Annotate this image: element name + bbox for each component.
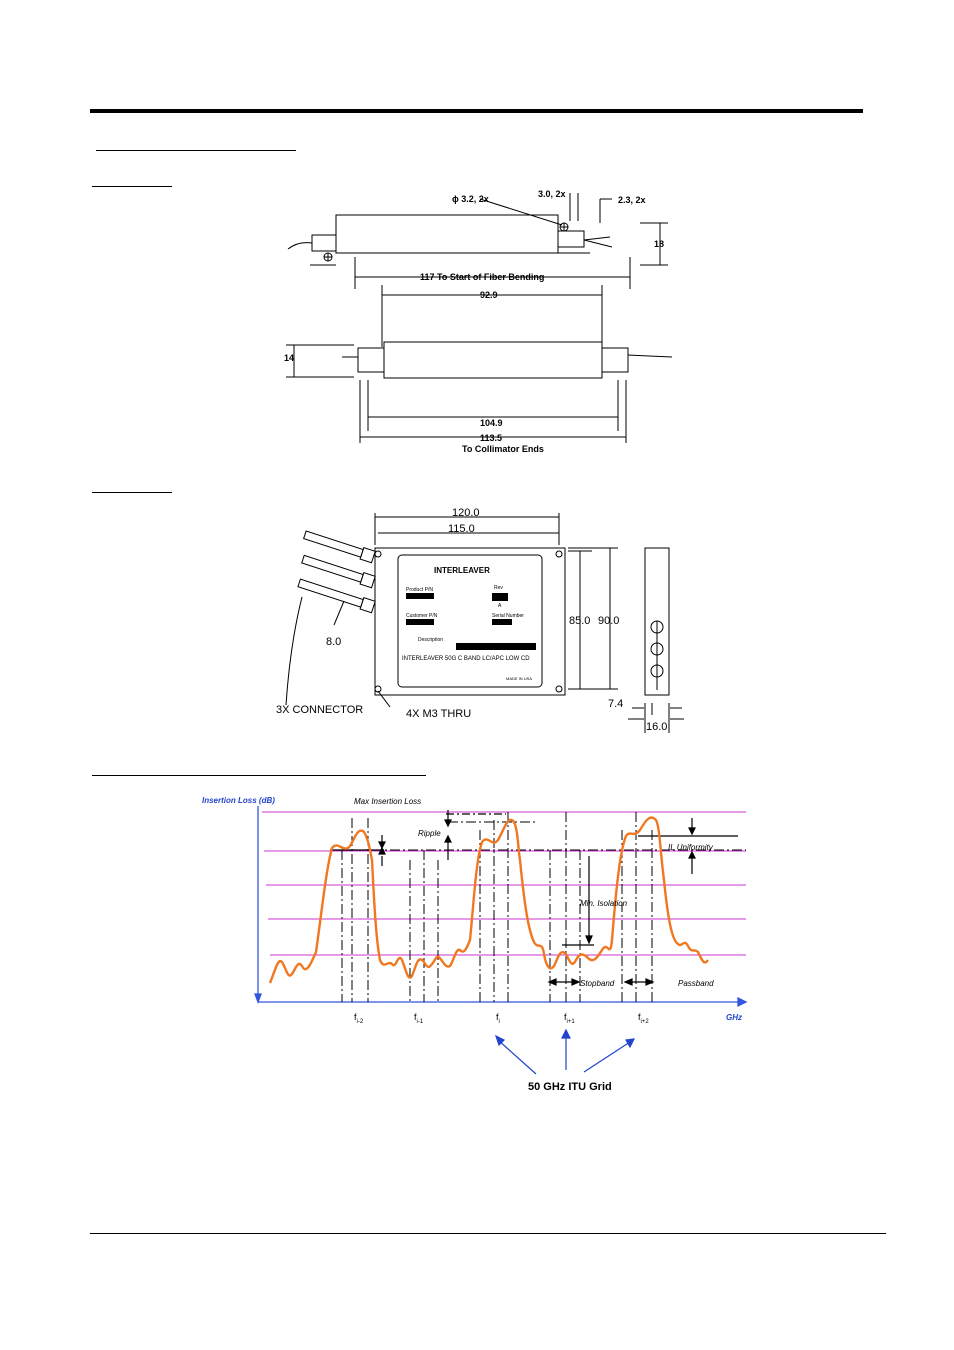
- il-uniformity-label: IL Uniformity: [668, 843, 714, 852]
- mount-note: 4X M3 THRU: [406, 708, 471, 720]
- grid-lines: [262, 811, 746, 956]
- min-isolation-label: Min. Isolation: [580, 899, 628, 908]
- tick-label-3: fi+1: [564, 1012, 575, 1025]
- plate-part: Product P/N: [406, 587, 433, 593]
- ripple-label: Ripple: [418, 829, 441, 838]
- module-body: [374, 547, 566, 696]
- depth-label: 16.0: [646, 721, 667, 733]
- connector-dim-label: 8.0: [326, 636, 341, 648]
- plate-rev: Rev: [494, 585, 503, 591]
- max-il-label: Max Insertion Loss: [354, 797, 421, 806]
- width-inner-label: 115.0: [448, 523, 475, 535]
- subheading-underline-1: [92, 186, 172, 187]
- footer-rule: [90, 1233, 886, 1234]
- drawing-package-1: ϕ 3.2, 2x 3.0, 2x 2.3, 2x 18 117 To Star…: [284, 189, 673, 454]
- plate-desc-text: INTERLEAVER 50G C BAND LC/APC LOW CD: [402, 656, 530, 662]
- y-axis-label: Insertion Loss (dB): [202, 796, 275, 805]
- chart-heading-underline: [92, 775, 426, 776]
- subheading-underline-2: [92, 492, 172, 493]
- height-outer-label: 90.0: [598, 615, 619, 627]
- plate-title: INTERLEAVER: [434, 566, 490, 575]
- stopband-label: Stopband: [580, 979, 615, 988]
- offset-label: 2.3, 2x: [618, 195, 646, 205]
- itu-grid-label: 50 GHz ITU Grid: [528, 1081, 612, 1093]
- tick-label-0: fi-2: [354, 1012, 364, 1025]
- insertion-loss-curve: [268, 816, 709, 984]
- top-view-body: [335, 214, 559, 254]
- plate-serial: Serial Number: [492, 613, 524, 619]
- thickness-label: 14: [284, 353, 294, 363]
- tick-label-2: fi: [496, 1012, 500, 1025]
- section-heading-underline: [96, 150, 296, 151]
- side-view: [644, 547, 670, 696]
- inner-length-label: 104.9: [480, 418, 503, 428]
- edge-label: 3.0, 2x: [538, 189, 566, 199]
- plate-origin: MADE IN USA: [506, 676, 532, 681]
- x-axis-label: GHz: [726, 1013, 742, 1022]
- tick-label-4: fi+2: [638, 1012, 649, 1025]
- hole-label: ϕ 3.2, 2x: [452, 194, 489, 204]
- plate-customer: Customer P/N: [406, 613, 438, 619]
- height-label: 18: [654, 239, 664, 249]
- insertion-loss-chart: Max Insertion Loss Ripple IL Uniformity …: [202, 796, 748, 1093]
- passband-label: Passband: [678, 979, 714, 988]
- fiber-bend-label: 117 To Start of Fiber Bending: [420, 272, 544, 282]
- drawing-package-2: 120.0 115.0 85.0 90.0 8.0 3X CONNECTOR 4…: [276, 507, 684, 733]
- tick-label-1: fi-1: [414, 1012, 424, 1025]
- height-inner-label: 85.0: [569, 615, 590, 627]
- collimator-length-label: 113.5: [480, 433, 502, 443]
- plate-description: Description: [418, 637, 443, 643]
- collimator-note: To Collimator Ends: [462, 444, 544, 454]
- connector-note: 3X CONNECTOR: [276, 704, 363, 716]
- side-dim-label: 7.4: [608, 698, 623, 710]
- side-view-body: [383, 341, 603, 379]
- plate-rev-value: A: [498, 603, 502, 609]
- header-rule: [90, 109, 863, 113]
- label-plate: [397, 554, 543, 688]
- body-length-label: 92.9: [480, 290, 498, 300]
- vertical-markers: [336, 812, 746, 1002]
- width-outer-label: 120.0: [452, 507, 480, 519]
